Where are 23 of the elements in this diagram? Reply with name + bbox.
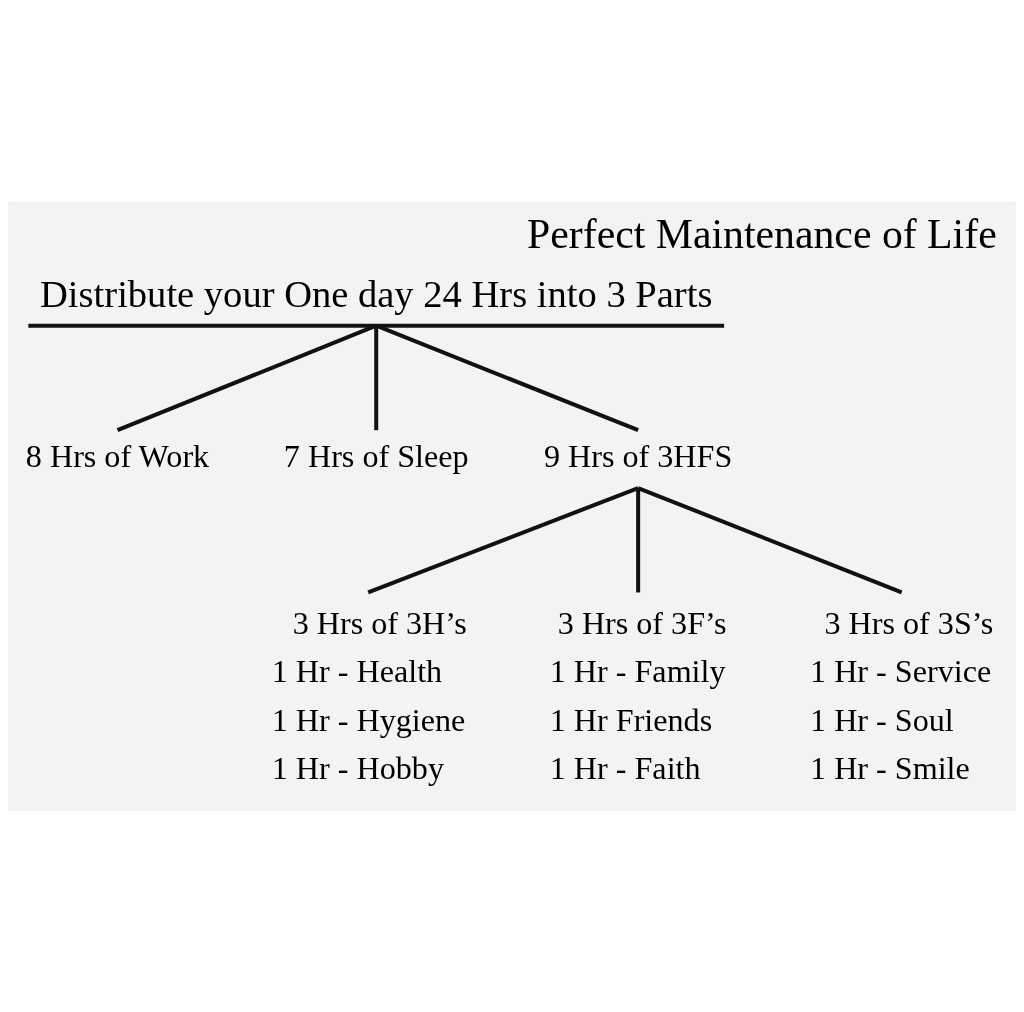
node-text: 7 Hrs of Sleep xyxy=(283,437,469,474)
node-text: 8 Hrs of Work xyxy=(25,437,210,474)
connector xyxy=(116,323,377,432)
node-text: 9 Hrs of 3HFS xyxy=(543,437,733,474)
node-label: 1 Hr - Hobby xyxy=(271,749,444,786)
node-label: 1 Hr - Family xyxy=(549,652,726,689)
node-label: 1 Hr Friends xyxy=(549,701,713,738)
connector xyxy=(637,485,903,594)
node-text: 3 Hrs of 3S’s xyxy=(824,604,994,641)
connector xyxy=(375,323,639,432)
node-label: 1 Hr - Soul xyxy=(810,701,954,738)
connector xyxy=(636,487,641,592)
node-label: 1 Hr - Service xyxy=(810,652,992,689)
node-label: 1 Hr - Health xyxy=(271,652,443,689)
node-label: 1 Hr - Smile xyxy=(810,749,970,786)
node-text: Distribute your One day 24 Hrs into 3 Parts xyxy=(40,272,713,315)
node-label: 1 Hr - Hygiene xyxy=(271,701,466,738)
connector xyxy=(374,325,379,430)
node-text: 3 Hrs of 3F’s xyxy=(557,604,727,641)
node-text: 3 Hrs of 3H’s xyxy=(292,604,467,641)
node-label: 1 Hr - Faith xyxy=(549,749,701,786)
diagram-title: Perfect Maintenance of Life xyxy=(527,210,997,257)
connector xyxy=(367,485,639,594)
